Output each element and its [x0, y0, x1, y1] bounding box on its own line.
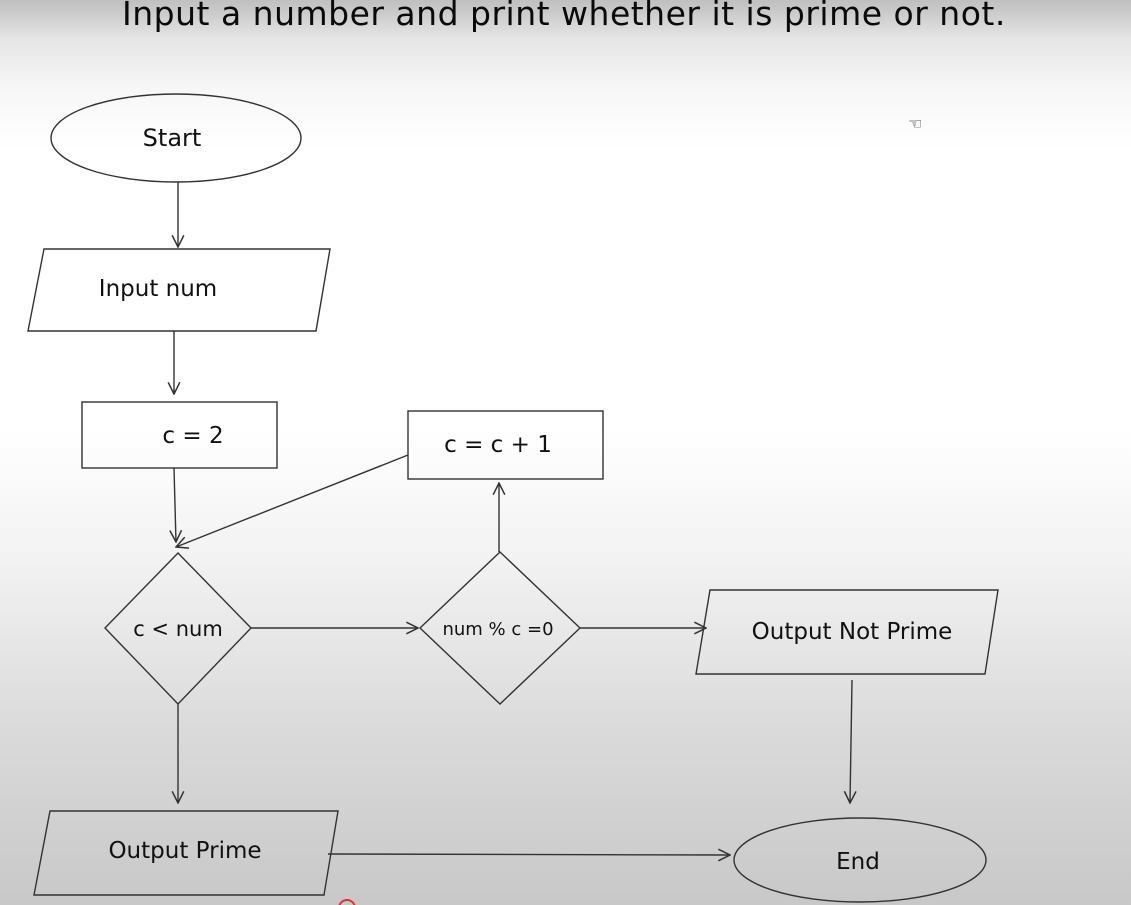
arrow-increment-to-condition: [176, 454, 409, 547]
not-prime-parallelogram: [695, 589, 999, 675]
input-label: Input num: [99, 276, 217, 302]
increment-label: c = c + 1: [444, 432, 552, 458]
end-terminal: [733, 817, 987, 903]
init-label: c = 2: [162, 423, 223, 449]
not-prime-label: Output Not Prime: [752, 619, 953, 645]
end-label: End: [836, 849, 880, 875]
prime-parallelogram: [33, 810, 339, 896]
divisible-check-diamond: [418, 551, 582, 705]
init-process-box: [81, 401, 278, 469]
prime-label: Output Prime: [108, 838, 261, 864]
diagram-title: Input a number and print whether it is p…: [122, 0, 1006, 33]
loop-condition-label: c < num: [133, 617, 223, 641]
increment-process-box: [407, 410, 604, 480]
input-parallelogram: [27, 248, 331, 332]
start-label: Start: [143, 124, 202, 152]
divisible-check-label: num % c =0: [442, 619, 553, 640]
arrow-init-to-condition: [174, 467, 176, 542]
pointer-cursor-icon: ☜: [908, 114, 923, 133]
arrow-not-prime-to-end: [850, 679, 852, 803]
arrow-prime-to-end: [327, 854, 730, 855]
start-terminal: [50, 93, 302, 183]
